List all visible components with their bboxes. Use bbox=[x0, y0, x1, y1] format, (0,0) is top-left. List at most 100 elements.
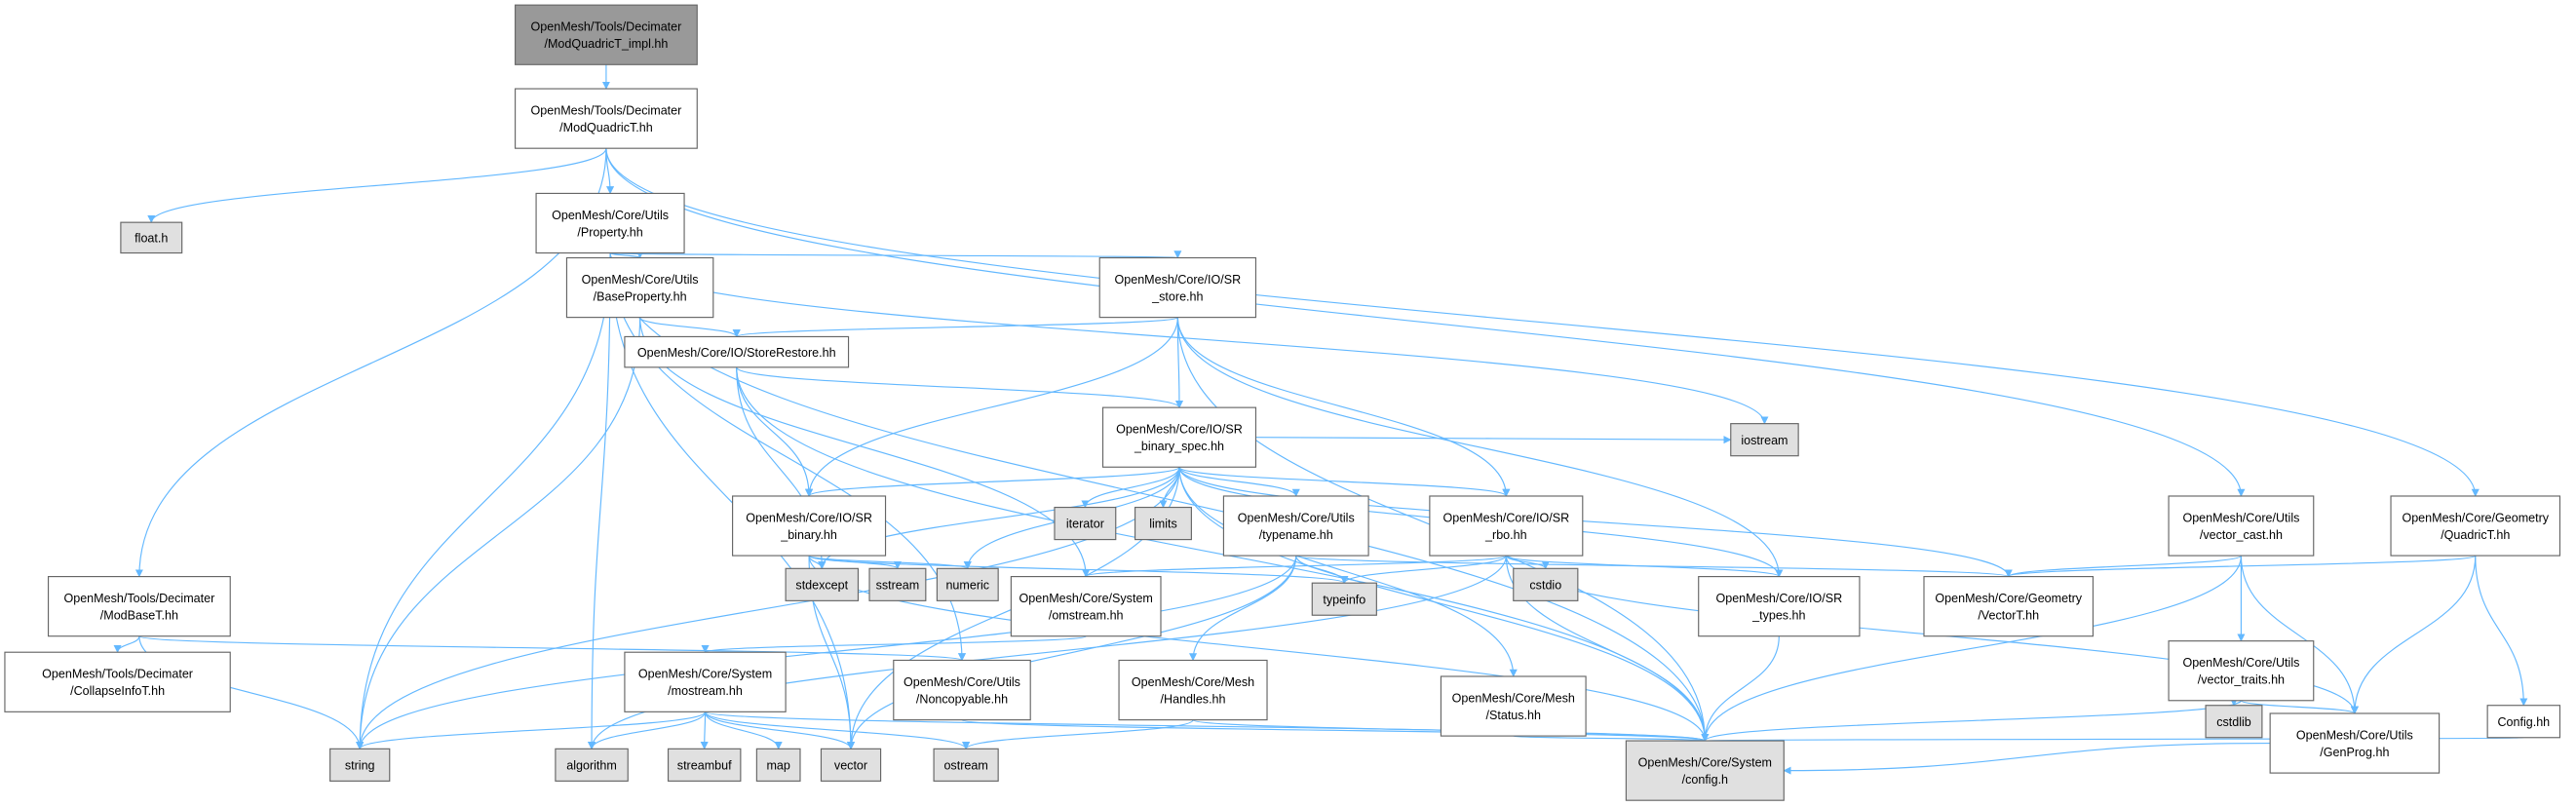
node-configh[interactable]: OpenMesh/Core/System/config.h bbox=[1625, 740, 1785, 801]
node-box[interactable] bbox=[1698, 575, 1861, 637]
node-label: float.h bbox=[135, 231, 168, 245]
edge-srbinspec-to-srrbo bbox=[1178, 466, 1511, 497]
node-box[interactable] bbox=[933, 748, 999, 782]
node-label: /BaseProperty.hh bbox=[594, 289, 687, 303]
node-box[interactable] bbox=[120, 221, 183, 254]
node-collapseinfo[interactable]: OpenMesh/Tools/Decimater/CollapseInfoT.h… bbox=[4, 651, 231, 712]
node-label: /vector_traits.hh bbox=[2198, 673, 2285, 687]
node-typename[interactable]: OpenMesh/Core/Utils/typename.hh bbox=[1222, 495, 1369, 557]
node-iostream[interactable]: iostream bbox=[1730, 423, 1799, 457]
node-box[interactable] bbox=[515, 88, 698, 149]
edge-line bbox=[605, 148, 2246, 497]
node-box[interactable] bbox=[1513, 567, 1579, 601]
node-vector[interactable]: vector bbox=[820, 748, 882, 782]
node-box[interactable] bbox=[4, 651, 231, 712]
node-vectorcast[interactable]: OpenMesh/Core/Utils/vector_cast.hh bbox=[2168, 495, 2315, 557]
node-box[interactable] bbox=[1010, 575, 1162, 637]
node-srbinary[interactable]: OpenMesh/Core/IO/SR_binary.hh bbox=[732, 495, 887, 557]
edge-line bbox=[1176, 317, 1511, 497]
node-omstream[interactable]: OpenMesh/Core/System/omstream.hh bbox=[1010, 575, 1162, 637]
node-impl[interactable]: OpenMesh/Tools/Decimater/ModQuadricT_imp… bbox=[515, 4, 698, 65]
node-box[interactable] bbox=[565, 256, 714, 319]
edge-line bbox=[733, 317, 1178, 338]
node-box[interactable] bbox=[535, 192, 685, 254]
edge-status-to-configh bbox=[1513, 733, 1709, 742]
node-srstore[interactable]: OpenMesh/Core/IO/SR_store.hh bbox=[1098, 256, 1257, 319]
node-box[interactable] bbox=[755, 748, 801, 782]
node-numeric[interactable]: numeric bbox=[936, 567, 999, 601]
node-box[interactable] bbox=[1923, 575, 2095, 637]
node-box[interactable] bbox=[624, 335, 850, 368]
node-label: /Status.hh bbox=[1486, 709, 1542, 722]
node-box[interactable] bbox=[1098, 256, 1257, 319]
node-streambuf[interactable]: streambuf bbox=[667, 748, 742, 782]
node-noncopyable[interactable]: OpenMesh/Core/Utils/Noncopyable.hh bbox=[893, 659, 1031, 721]
node-box[interactable] bbox=[1118, 659, 1268, 721]
node-typeinfo[interactable]: typeinfo bbox=[1311, 582, 1377, 616]
node-quadric[interactable]: OpenMesh/Core/Geometry/QuadricT.hh bbox=[2390, 495, 2561, 557]
node-storerestore[interactable]: OpenMesh/Core/IO/StoreRestore.hh bbox=[624, 335, 850, 368]
node-box[interactable] bbox=[47, 575, 231, 637]
node-box[interactable] bbox=[2486, 705, 2561, 739]
node-box[interactable] bbox=[555, 748, 629, 782]
node-box[interactable] bbox=[868, 567, 927, 601]
node-box[interactable] bbox=[624, 651, 787, 712]
node-confighh[interactable]: Config.hh bbox=[2486, 705, 2561, 739]
node-limits[interactable]: limits bbox=[1134, 506, 1192, 541]
node-box[interactable] bbox=[1101, 406, 1257, 468]
node-label: OpenMesh/Core/Mesh bbox=[1132, 675, 1254, 689]
node-box[interactable] bbox=[1222, 495, 1369, 557]
edge-line bbox=[1505, 555, 1784, 578]
node-cstdlib[interactable]: cstdlib bbox=[2205, 705, 2263, 739]
node-iterator[interactable]: iterator bbox=[1054, 506, 1117, 541]
node-modquadric[interactable]: OpenMesh/Tools/Decimater/ModQuadricT.hh bbox=[515, 88, 698, 149]
node-label: stdexcept bbox=[795, 578, 848, 592]
edge-line bbox=[701, 635, 1087, 654]
node-box[interactable] bbox=[1134, 506, 1192, 541]
node-box[interactable] bbox=[329, 748, 391, 782]
node-box[interactable] bbox=[1429, 495, 1584, 557]
node-box[interactable] bbox=[820, 748, 882, 782]
edge-srtypes-to-configh bbox=[1701, 635, 1780, 742]
edge-line bbox=[356, 317, 641, 750]
node-box[interactable] bbox=[1440, 675, 1587, 737]
node-float[interactable]: float.h bbox=[120, 221, 183, 254]
node-mostream[interactable]: OpenMesh/Core/System/mostream.hh bbox=[624, 651, 787, 712]
node-cstdio[interactable]: cstdio bbox=[1513, 567, 1579, 601]
node-algorithm[interactable]: algorithm bbox=[555, 748, 629, 782]
node-box[interactable] bbox=[1625, 740, 1785, 801]
node-box[interactable] bbox=[1730, 423, 1799, 457]
node-baseproperty[interactable]: OpenMesh/Core/Utils/BaseProperty.hh bbox=[565, 256, 714, 319]
edge-line bbox=[1701, 635, 1780, 742]
node-vectort[interactable]: OpenMesh/Core/Geometry/VectorT.hh bbox=[1923, 575, 2095, 637]
node-stdexcept[interactable]: stdexcept bbox=[785, 567, 860, 601]
node-label: _store.hh bbox=[1151, 289, 1203, 303]
node-box[interactable] bbox=[2269, 712, 2441, 774]
node-ostream[interactable]: ostream bbox=[933, 748, 999, 782]
node-box[interactable] bbox=[2390, 495, 2561, 557]
node-srrbo[interactable]: OpenMesh/Core/IO/SR_rbo.hh bbox=[1429, 495, 1584, 557]
node-sstream[interactable]: sstream bbox=[868, 567, 927, 601]
node-box[interactable] bbox=[1311, 582, 1377, 616]
node-handles[interactable]: OpenMesh/Core/Mesh/Handles.hh bbox=[1118, 659, 1268, 721]
edge-line bbox=[2004, 555, 2242, 578]
node-box[interactable] bbox=[732, 495, 887, 557]
node-modbase[interactable]: OpenMesh/Tools/Decimater/ModBaseT.hh bbox=[47, 575, 231, 637]
node-map[interactable]: map bbox=[755, 748, 801, 782]
node-box[interactable] bbox=[2168, 495, 2315, 557]
node-box[interactable] bbox=[2205, 705, 2263, 739]
node-string[interactable]: string bbox=[329, 748, 391, 782]
node-box[interactable] bbox=[1054, 506, 1117, 541]
node-status[interactable]: OpenMesh/Core/Mesh/Status.hh bbox=[1440, 675, 1587, 737]
node-box[interactable] bbox=[936, 567, 999, 601]
node-box[interactable] bbox=[667, 748, 742, 782]
node-box[interactable] bbox=[2168, 640, 2315, 702]
node-box[interactable] bbox=[893, 659, 1031, 721]
node-srbinspec[interactable]: OpenMesh/Core/IO/SR_binary_spec.hh bbox=[1101, 406, 1257, 468]
node-box[interactable] bbox=[785, 567, 860, 601]
node-property[interactable]: OpenMesh/Core/Utils/Property.hh bbox=[535, 192, 685, 254]
node-box[interactable] bbox=[515, 4, 698, 65]
node-genprog[interactable]: OpenMesh/Core/Utils/GenProg.hh bbox=[2269, 712, 2441, 774]
node-srtypes[interactable]: OpenMesh/Core/IO/SR_types.hh bbox=[1698, 575, 1861, 637]
node-vectortraits[interactable]: OpenMesh/Core/Utils/vector_traits.hh bbox=[2168, 640, 2315, 702]
